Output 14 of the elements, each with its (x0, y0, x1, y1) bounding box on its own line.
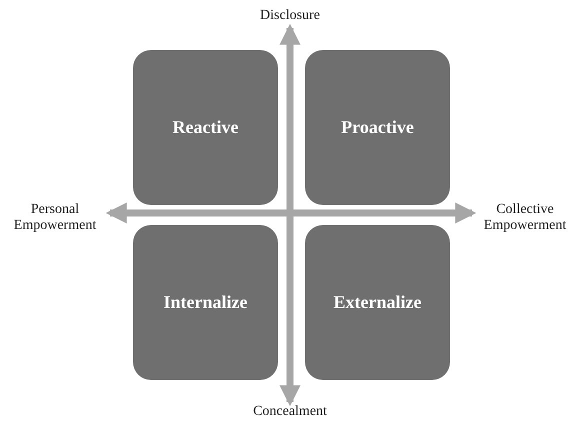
axis-label: Collective Empowerment (474, 202, 576, 236)
axis-label: Concealment (245, 404, 335, 422)
quadrant-box (305, 225, 450, 380)
quadrant-box (133, 50, 278, 205)
quadrant-label: Internalize (164, 292, 248, 313)
quadrant-box (305, 50, 450, 205)
quadrant-label: Externalize (334, 292, 422, 313)
quadrant-box (133, 225, 278, 380)
quadrant-label: Proactive (341, 117, 414, 138)
axis-label: Personal Empowerment (2, 202, 108, 236)
quadrant-label: Reactive (172, 117, 238, 138)
double-arrow (106, 202, 476, 224)
axis-label: Disclosure (250, 8, 330, 26)
double-arrow (280, 24, 300, 406)
